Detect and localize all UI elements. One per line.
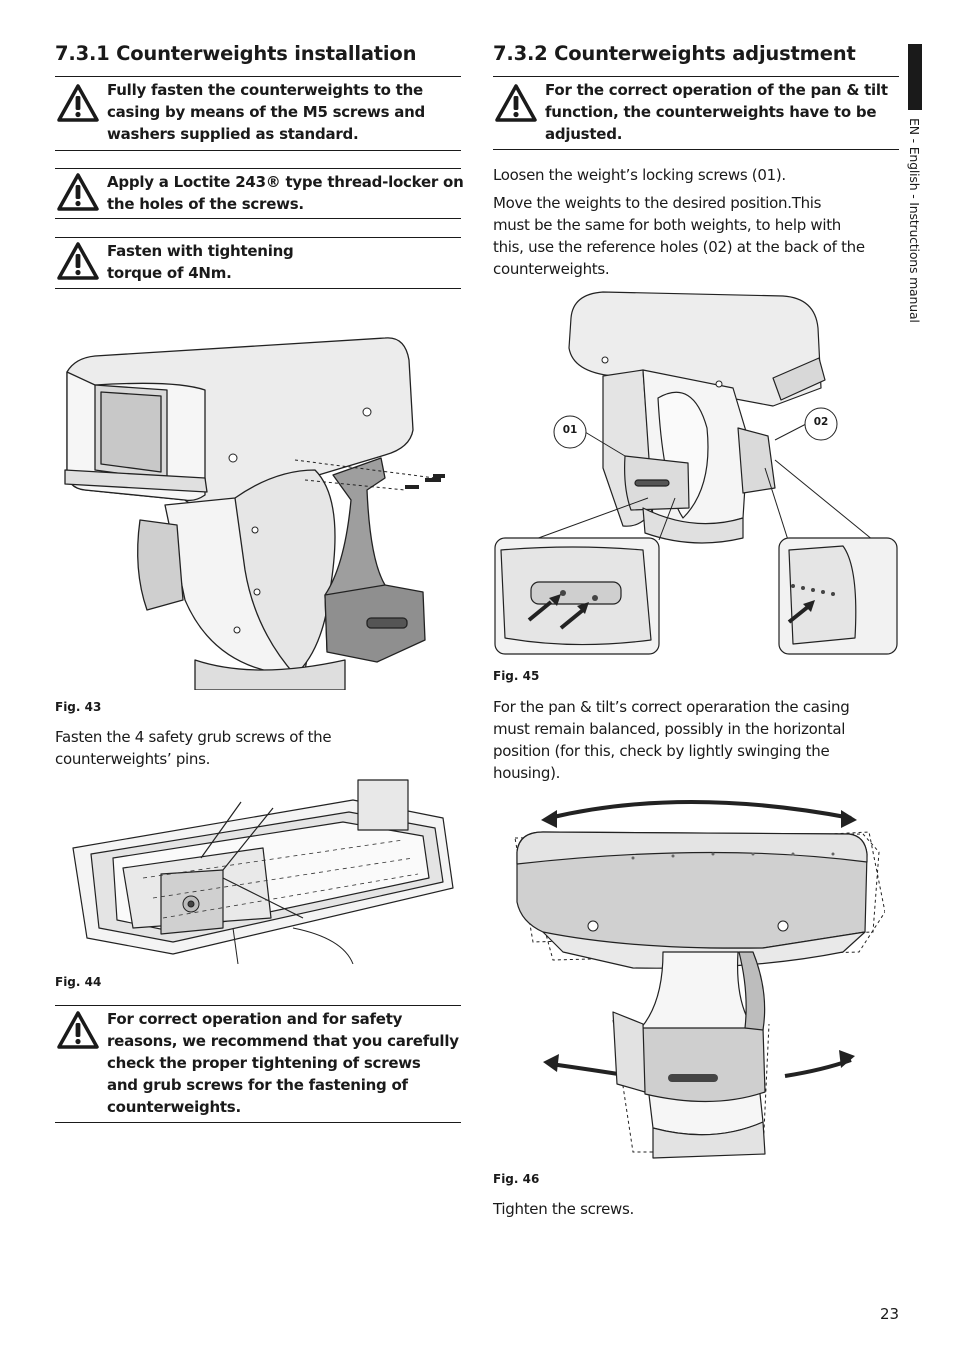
- text-line: position (for this, check by lightly swi…: [493, 742, 830, 760]
- warning-line: Fasten with tightening: [107, 242, 294, 260]
- warning-line: function, the counterweights have to be: [545, 103, 877, 121]
- warning-loctite: Apply a Loctite 243® type thread-locker …: [55, 170, 464, 218]
- warning-safety-check: For correct operation and for safety rea…: [55, 1007, 461, 1123]
- page-number: 23: [880, 1305, 900, 1323]
- warning-line: the holes of the screws.: [107, 195, 304, 213]
- callout-02-label: 02: [813, 416, 829, 428]
- loosen-screws-text: Loosen the weight’s locking screws (01).: [493, 166, 786, 184]
- warning-line: For correct operation and for safety: [107, 1010, 403, 1028]
- side-tab-label: EN - English - Instructions manual: [905, 118, 925, 340]
- rule: [493, 76, 899, 77]
- text-line: housing).: [493, 764, 561, 782]
- warning-triangle-icon: [495, 84, 537, 122]
- warning-line: washers supplied as standard.: [107, 125, 359, 143]
- warning-line: counterweights.: [107, 1098, 241, 1116]
- warning-fasten-screws: Fully fasten the counterweights to the c…: [55, 78, 461, 150]
- text-line: this, use the reference holes (02) at th…: [493, 238, 865, 256]
- side-tab-marker: [908, 44, 922, 110]
- heading-7-3-2: 7.3.2 Counterweights adjustment: [493, 42, 856, 65]
- text-line: Fasten the 4 safety grub screws of the: [55, 728, 332, 746]
- rule: [55, 168, 461, 169]
- warning-line: torque of 4Nm.: [107, 264, 232, 282]
- fig45-label: Fig. 45: [493, 669, 540, 683]
- rule: [55, 218, 461, 219]
- fig43-illustration: [64, 337, 445, 690]
- fig46-label: Fig. 46: [493, 1172, 540, 1186]
- warning-line: casing by means of the M5 screws and: [107, 103, 426, 121]
- text-line: counterweights’ pins.: [55, 750, 211, 768]
- warning-torque: Fasten with tightening torque of 4Nm.: [55, 239, 461, 287]
- rule: [55, 1122, 461, 1123]
- rule: [55, 76, 461, 77]
- rule: [55, 237, 461, 238]
- warning-triangle-icon: [57, 1011, 99, 1049]
- fig44-illustration: [72, 779, 454, 964]
- rule: [55, 1005, 461, 1006]
- warning-line: Apply a Loctite 243® type thread-locker …: [107, 173, 464, 191]
- warning-line: reasons, we recommend that you carefully: [107, 1032, 459, 1050]
- warning-line: Fully fasten the counterweights to the: [107, 81, 423, 99]
- fig45-illustration: [494, 291, 898, 655]
- text-line: For the pan & tilt’s correct operaration…: [493, 698, 850, 716]
- text-line: Move the weights to the desired position…: [493, 194, 822, 212]
- side-tab-text: EN - English - Instructions manual: [907, 118, 922, 323]
- text-line: must remain balanced, possibly in the ho…: [493, 720, 846, 738]
- fig44-label: Fig. 44: [55, 975, 102, 989]
- heading-7-3-1: 7.3.1 Counterweights installation: [55, 42, 417, 65]
- warning-triangle-icon: [57, 173, 99, 211]
- arrow-icon: [541, 810, 857, 1072]
- arrow-icon: [527, 594, 815, 630]
- rule: [55, 150, 461, 151]
- tighten-screws-text: Tighten the screws.: [493, 1200, 634, 1218]
- warning-triangle-icon: [57, 84, 99, 122]
- text-line: must be the same for both weights, to he…: [493, 216, 842, 234]
- balance-text: For the pan & tilt’s correct operaration…: [493, 696, 850, 784]
- warning-adjust-counterweights: For the correct operation of the pan & t…: [493, 78, 899, 150]
- warning-line: For the correct operation of the pan & t…: [545, 81, 888, 99]
- fig46-illustration: [514, 800, 885, 1159]
- warning-line: and grub screws for the fastening of: [107, 1076, 408, 1094]
- callout-01-label: 01: [562, 424, 578, 436]
- rule: [493, 149, 899, 150]
- warning-line: check the proper tightening of screws: [107, 1054, 421, 1072]
- rule: [55, 288, 461, 289]
- warning-line: adjusted.: [545, 125, 623, 143]
- grub-screws-text: Fasten the 4 safety grub screws of the c…: [55, 726, 332, 770]
- text-line: counterweights.: [493, 260, 610, 278]
- move-weights-text: Move the weights to the desired position…: [493, 192, 865, 280]
- fig43-label: Fig. 43: [55, 700, 102, 714]
- warning-triangle-icon: [57, 242, 99, 280]
